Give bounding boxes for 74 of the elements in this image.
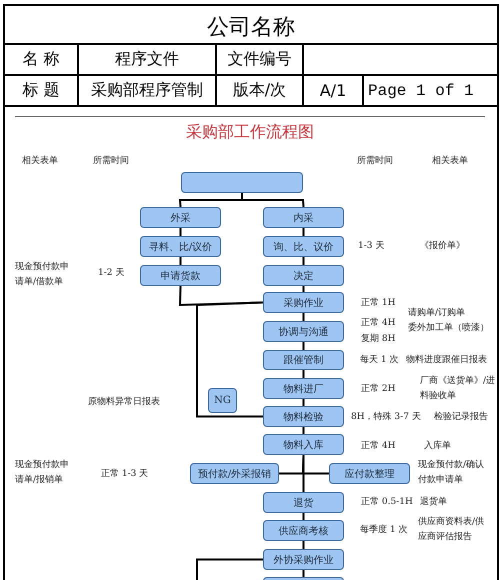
column-header: 所需时间 bbox=[93, 154, 130, 168]
process-box: 外采 bbox=[140, 207, 221, 228]
annotation-text: 厂商《送货单》/进料验收单 bbox=[420, 374, 496, 403]
annotation-text: 每天 1 次 bbox=[360, 354, 400, 367]
process-box: 应付款整理 bbox=[329, 463, 410, 484]
process-box: 询、比、议价 bbox=[263, 236, 344, 257]
empty-process-box bbox=[181, 172, 303, 193]
flowchart-title: 采购部工作流程图 bbox=[185, 122, 315, 143]
annotation-text: 8H，特殊 3-7 天 bbox=[351, 410, 422, 424]
annotation-text: 正常 2H bbox=[361, 382, 396, 396]
annotation-text: 正常 4H bbox=[361, 316, 396, 330]
process-box: 物料进厂 bbox=[263, 378, 344, 399]
annotation-text: 正常 1H bbox=[361, 296, 396, 310]
process-box: 预付款/外采报销 bbox=[190, 463, 279, 484]
annotation-text: 物料进度跟催日报表 bbox=[406, 354, 488, 367]
table-cell: 采购部程序管制 bbox=[78, 75, 216, 106]
table-cell: 程序文件 bbox=[78, 44, 216, 75]
connector-line bbox=[302, 399, 304, 406]
connector-line bbox=[180, 228, 182, 236]
table-cell: 文件编号 bbox=[216, 44, 303, 75]
column-header: 相关表单 bbox=[22, 154, 59, 168]
table-cell: 标 题 bbox=[4, 75, 78, 106]
annotation-text: 供应商资料表/供应商评估报告 bbox=[418, 516, 486, 544]
connector-line bbox=[196, 558, 263, 580]
connector-line bbox=[302, 455, 304, 492]
connector-line bbox=[302, 541, 304, 549]
connector-line bbox=[302, 228, 304, 236]
annotation-text: 正常 1-3 天 bbox=[101, 468, 150, 481]
table-cell: A/1 bbox=[303, 75, 363, 106]
process-box: 寻料、比/议价 bbox=[140, 236, 221, 257]
process-box: 决定 bbox=[263, 265, 344, 286]
process-box: 退货 bbox=[263, 492, 344, 513]
table-cell: 版本/次 bbox=[216, 75, 303, 106]
annotation-text: 1-3 天 bbox=[358, 240, 386, 253]
annotation-text: 原物料异常日报表 bbox=[88, 396, 161, 409]
connector-line bbox=[302, 342, 304, 350]
process-box: 跟催管制 bbox=[263, 350, 344, 370]
connector-line bbox=[302, 313, 304, 321]
annotation-text: 现金预付款申请单/报销单 bbox=[15, 458, 70, 487]
annotation-text: 退货单 bbox=[420, 496, 448, 509]
connector-line bbox=[302, 513, 304, 520]
connector-line bbox=[302, 257, 304, 265]
process-box: 采购作业 bbox=[263, 292, 344, 313]
column-header: 所需时间 bbox=[357, 154, 394, 168]
annotation-text: 入库单 bbox=[424, 440, 452, 453]
process-box: 外协采购作业 bbox=[263, 549, 344, 570]
connector-line bbox=[302, 370, 304, 378]
annotation-text: 委外加工单（喷漆） bbox=[408, 321, 490, 335]
annotation-text: 现金预付款申请单/借款单 bbox=[15, 260, 70, 289]
process-box: 协调与沟通 bbox=[263, 321, 344, 342]
process-box: 申请货款 bbox=[140, 265, 221, 286]
connector-line bbox=[180, 257, 182, 265]
annotation-text: 复期 8H bbox=[361, 332, 396, 346]
annotation-text: 正常 0.5-1H bbox=[361, 496, 414, 509]
annotation-text: 正常 4H bbox=[361, 440, 396, 453]
connector-line bbox=[196, 302, 264, 418]
connector-line bbox=[302, 570, 304, 577]
process-box: 内采 bbox=[263, 207, 344, 228]
process-box: 物料入库 bbox=[263, 434, 344, 455]
connector-line bbox=[302, 286, 304, 292]
process-box: 物料检验 bbox=[263, 406, 344, 427]
table-cell: Page 1 of 1 bbox=[363, 75, 498, 106]
annotation-text: 请购单/订购单 bbox=[408, 306, 466, 320]
process-box: NG bbox=[208, 388, 237, 413]
connector-line bbox=[302, 427, 304, 434]
annotation-text: 现金预付款/确认付款申请单 bbox=[418, 458, 486, 487]
annotation-text: 1-2 天 bbox=[98, 267, 126, 280]
column-header: 相关表单 bbox=[432, 154, 469, 168]
annotation-text: 检验记录报告 bbox=[434, 410, 489, 424]
annotation-text: 《报价单》 bbox=[420, 240, 466, 253]
annotation-text: 每季度 1 次 bbox=[360, 524, 408, 537]
process-box: 供应商考核 bbox=[263, 520, 344, 541]
company-name-heading: 公司名称 bbox=[4, 10, 498, 44]
table-cell: 名 称 bbox=[4, 44, 78, 75]
